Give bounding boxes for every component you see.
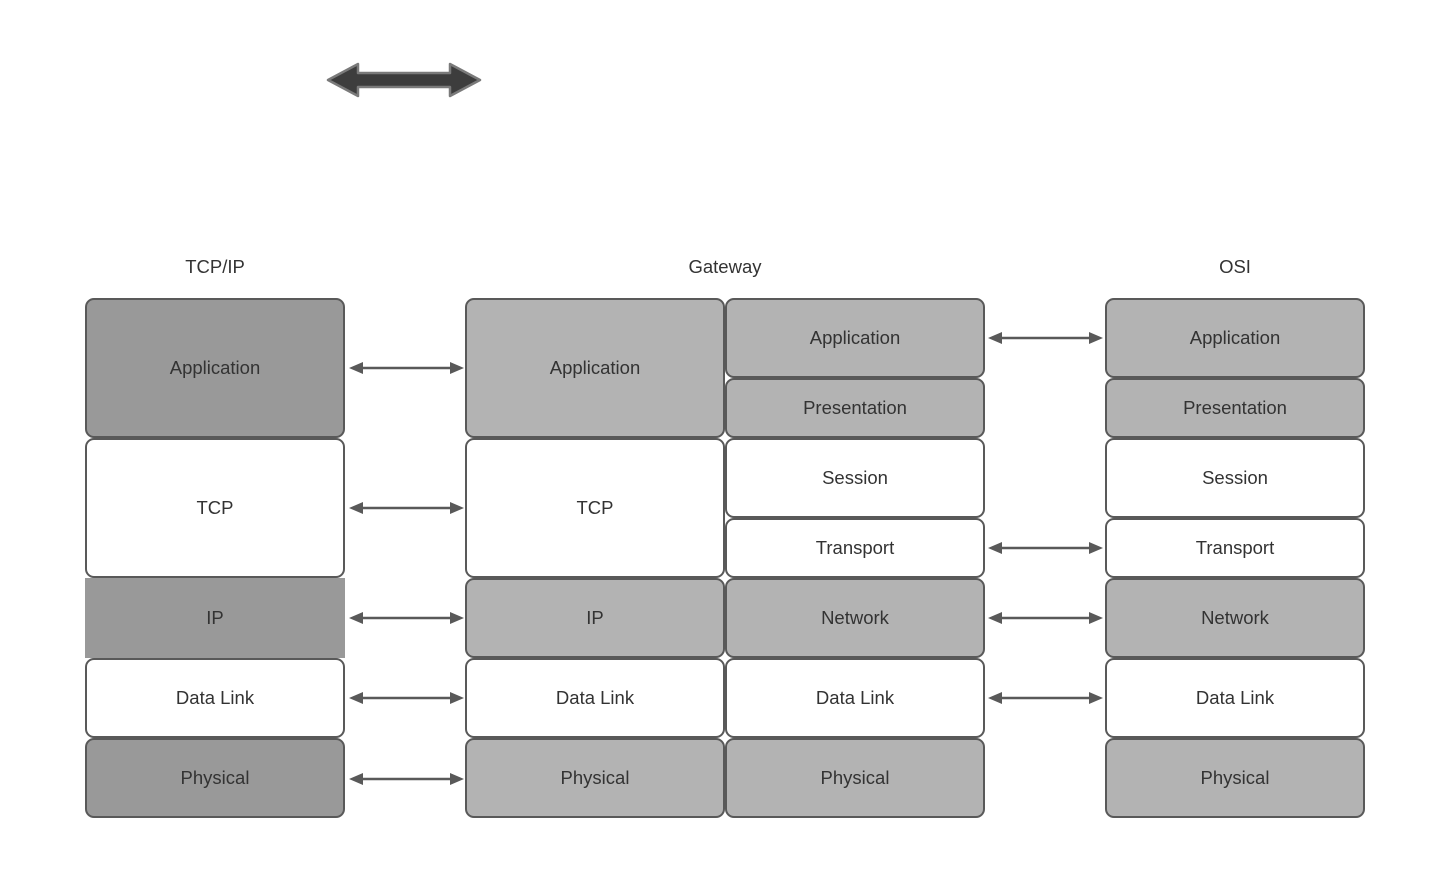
layer-tcpip-application: Application <box>85 298 345 438</box>
layer-gateway-left-ip: IP <box>465 578 725 658</box>
arrow-gateway-osi-transport <box>988 542 1103 554</box>
layer-tcpip-ip: IP <box>85 578 345 658</box>
arrow-tcpip-gateway-ip <box>349 612 464 624</box>
layer-gateway-left-datalink: Data Link <box>465 658 725 738</box>
layer-osi-application: Application <box>1105 298 1365 378</box>
layer-tcpip-datalink: Data Link <box>85 658 345 738</box>
column-header-tcpip: TCP/IP <box>185 256 245 277</box>
layer-tcpip-tcp: TCP <box>85 438 345 578</box>
layer-osi-session: Session <box>1105 438 1365 518</box>
arrow-gateway-osi-network <box>988 612 1103 624</box>
arrow-tcpip-gateway-tcp <box>349 502 464 514</box>
arrow-tcpip-gateway-application <box>349 362 464 374</box>
layer-tcpip-physical: Physical <box>85 738 345 818</box>
layer-osi-presentation: Presentation <box>1105 378 1365 438</box>
arrow-gateway-osi-application <box>988 332 1103 344</box>
column-header-osi: OSI <box>1219 256 1251 277</box>
layer-gateway-right-network: Network <box>725 578 985 658</box>
layer-osi-network: Network <box>1105 578 1365 658</box>
layer-gateway-left-physical: Physical <box>465 738 725 818</box>
arrow-tcpip-gateway-datalink <box>349 692 464 704</box>
layer-gateway-right-datalink: Data Link <box>725 658 985 738</box>
layer-gateway-left-application: Application <box>465 298 725 438</box>
double-headed-arrow-icon <box>326 62 482 98</box>
layer-gateway-right-session: Session <box>725 438 985 518</box>
layer-gateway-right-presentation: Presentation <box>725 378 985 438</box>
layer-osi-datalink: Data Link <box>1105 658 1365 738</box>
layer-gateway-right-transport: Transport <box>725 518 985 578</box>
arrow-gateway-osi-datalink <box>988 692 1103 704</box>
arrow-tcpip-gateway-physical <box>349 773 464 785</box>
layer-osi-physical: Physical <box>1105 738 1365 818</box>
layer-osi-transport: Transport <box>1105 518 1365 578</box>
layer-gateway-right-application: Application <box>725 298 985 378</box>
layer-gateway-left-tcp: TCP <box>465 438 725 578</box>
column-header-gateway: Gateway <box>688 256 762 277</box>
layer-gateway-right-physical: Physical <box>725 738 985 818</box>
